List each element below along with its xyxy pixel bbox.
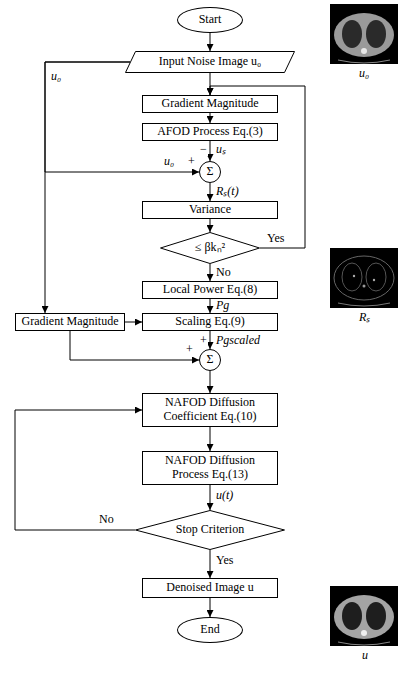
flow-arrow	[210, 371, 211, 393]
flow-arrow	[210, 183, 211, 201]
plus-sign: +	[187, 155, 196, 168]
process-box: NAFOD Diffusion Process Eq.(13)	[142, 451, 278, 485]
shape-outline	[161, 233, 260, 264]
node-text: End	[200, 623, 219, 637]
image-ground	[330, 248, 398, 308]
flow-arrow	[210, 219, 211, 232]
decision-diamond: Stop Criterion	[135, 510, 285, 550]
output-box: Denoised Image u	[142, 578, 278, 598]
table	[338, 642, 390, 645]
terminal-ellipse: Start	[177, 7, 243, 33]
table	[338, 303, 390, 306]
shape-outline	[126, 52, 295, 73]
edge-label: Pgscaled	[215, 334, 261, 347]
flow-arrow	[125, 322, 142, 323]
edge-label: No	[98, 513, 115, 526]
node-text: Gradient Magnitude	[162, 97, 259, 111]
summing-junction: Σ	[199, 349, 221, 371]
process-box: Scaling Eq.(9)	[142, 313, 278, 331]
node-text: AFOD Process Eq.(3)	[157, 125, 263, 139]
flow-arrow	[210, 113, 211, 123]
process-box: NAFOD Diffusion Coefficient Eq.(10)	[142, 393, 278, 427]
node-text: NAFOD Diffusion Coefficient Eq.(10)	[148, 396, 272, 424]
edge-label: Pg	[215, 299, 230, 312]
vessel-dot	[353, 275, 355, 277]
body-outline	[334, 256, 394, 300]
image-ground	[330, 4, 398, 64]
summing-junction: Σ	[199, 161, 221, 183]
flow-arrow	[210, 33, 211, 51]
edge-label: Rₛ(t)	[215, 185, 240, 198]
body-section	[334, 13, 394, 57]
node-text: Gradient Magnitude	[22, 315, 119, 329]
residual-image	[330, 248, 398, 308]
flow-arrow	[15, 410, 142, 530]
decision-diamond: ≤ βkₙ²	[160, 232, 260, 264]
edge-label: u(t)	[215, 489, 234, 502]
node-text: Σ	[207, 165, 214, 179]
image-label: u	[361, 649, 369, 662]
node-text: Start	[199, 13, 222, 27]
lung-outline	[366, 263, 386, 291]
flow-arrow	[210, 550, 211, 578]
lung	[366, 20, 386, 48]
flow-arrow	[210, 141, 211, 161]
flow-arrow	[210, 598, 211, 617]
plus-sign: +	[185, 343, 194, 356]
terminal-ellipse: End	[177, 617, 243, 643]
spine	[361, 48, 367, 54]
node-text: Scaling Eq.(9)	[175, 315, 244, 329]
flow-arrow	[45, 62, 199, 172]
connectors	[15, 33, 305, 617]
edge-label: Yes	[215, 554, 234, 567]
process-box: Gradient Magnitude	[15, 313, 125, 331]
flow-arrow	[210, 427, 211, 451]
spine	[361, 630, 367, 636]
vessel-dot	[373, 279, 375, 281]
flow-arrow	[210, 264, 211, 281]
flow-arrow	[210, 485, 211, 510]
node-text: Σ	[207, 353, 214, 367]
lung	[342, 602, 362, 630]
edge-label: Yes	[266, 232, 285, 245]
lung	[342, 20, 362, 48]
image-ground	[330, 586, 398, 646]
minus-sign: −	[199, 143, 208, 156]
process-box: AFOD Process Eq.(3)	[142, 123, 278, 141]
node-text: Stop Criterion	[176, 523, 244, 537]
process-box: Gradient Magnitude	[142, 95, 278, 113]
lung-outline	[342, 263, 362, 291]
flow-arrow	[210, 331, 211, 349]
edge-label: No	[215, 266, 232, 279]
edge-label: uₛ	[215, 143, 227, 156]
flow-arrow	[70, 331, 199, 360]
denoised-ct-image	[330, 586, 398, 646]
input-parallelogram: Input Noise Image u₀	[125, 51, 295, 73]
flow-arrow	[45, 62, 130, 313]
plus-sign: +	[199, 334, 208, 347]
process-box: Variance	[142, 201, 278, 219]
node-text: Variance	[189, 203, 231, 217]
flow-arrow	[210, 299, 211, 313]
body-section	[334, 595, 394, 639]
process-box: Local Power Eq.(8)	[142, 281, 278, 299]
vessel-dot	[363, 285, 366, 288]
node-text: ≤ βkₙ²	[195, 241, 225, 255]
edge-label: u₀	[50, 70, 62, 83]
image-label: u₀	[358, 67, 370, 80]
node-text: Local Power Eq.(8)	[163, 283, 257, 297]
node-text: Denoised Image u	[166, 581, 253, 595]
node-text: Input Noise Image u₀	[159, 55, 262, 69]
table	[338, 60, 390, 63]
noisy-ct-image	[330, 4, 398, 64]
node-text: NAFOD Diffusion Process Eq.(13)	[148, 454, 272, 482]
edge-label: u₀	[163, 155, 175, 168]
lung	[366, 602, 386, 630]
shape-outline	[136, 511, 285, 550]
image-label: Rₛ	[358, 311, 371, 324]
